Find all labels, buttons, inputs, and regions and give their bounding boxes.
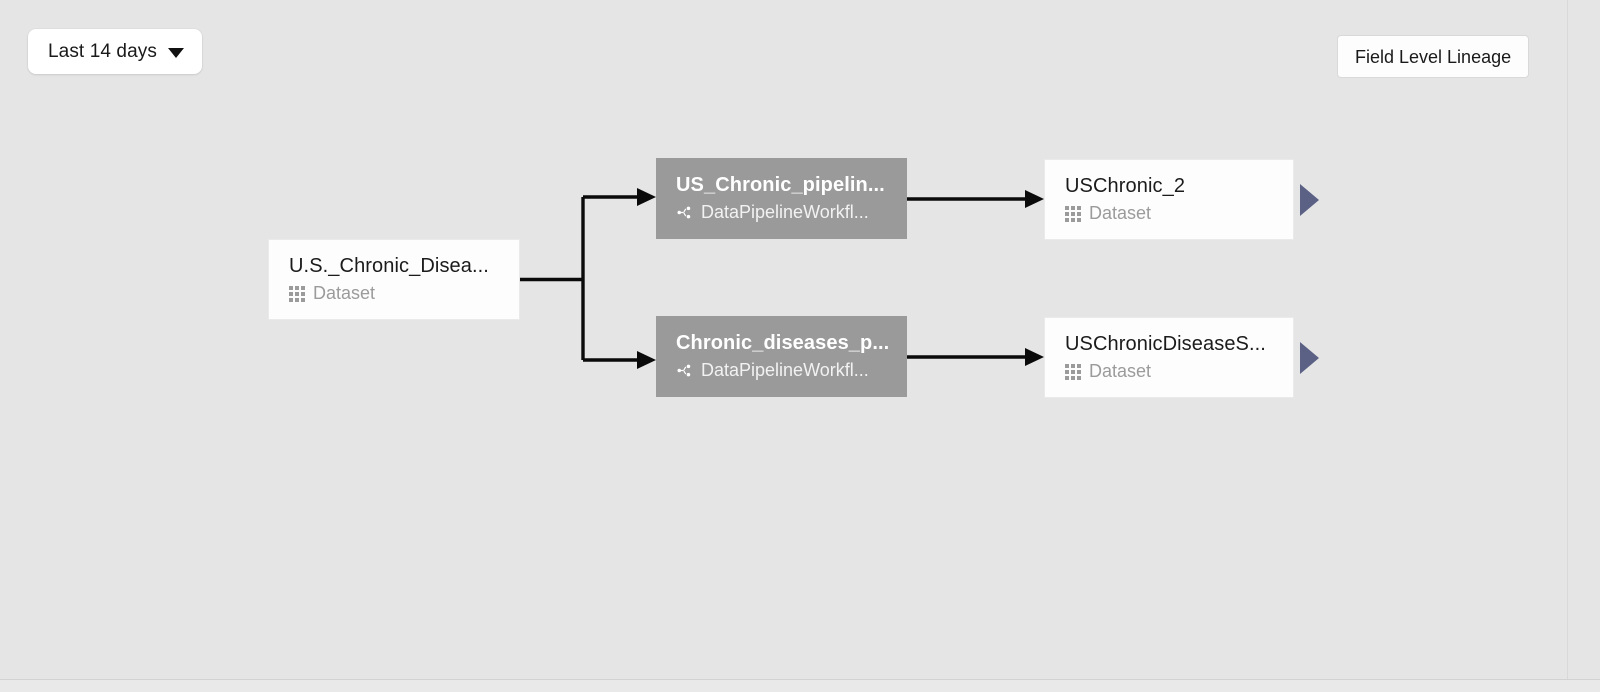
node-subrow: DataPipelineWorkfl... <box>676 360 907 381</box>
arrowhead-pipeline-top <box>637 188 656 206</box>
workflow-graph-icon <box>677 364 691 377</box>
node-title: USChronic_2 <box>1065 175 1186 198</box>
field-level-lineage-label: Field Level Lineage <box>1355 46 1512 67</box>
expand-downstream-arrow-top[interactable] <box>1300 184 1319 216</box>
arrowhead-target-bottom <box>1025 348 1044 366</box>
viewport-bottom-divider <box>0 679 1600 680</box>
dataset-grid-icon <box>289 285 305 302</box>
viewport-right-divider <box>1567 0 1568 680</box>
dataset-grid-icon <box>1065 363 1081 380</box>
field-level-lineage-button[interactable]: Field Level Lineage <box>1337 35 1530 78</box>
arrowhead-pipeline-bottom <box>637 351 656 369</box>
lineage-node-pipeline-top[interactable]: US_Chronic_pipelin... DataPipelineWorkfl… <box>656 158 907 239</box>
node-subrow: Dataset <box>289 283 519 304</box>
chevron-down-icon <box>167 47 184 58</box>
lineage-node-source-dataset[interactable]: U.S._Chronic_Disea... Dataset <box>268 239 520 320</box>
arrowhead-target-top <box>1025 190 1044 208</box>
node-subtitle: Dataset <box>313 283 376 304</box>
node-subtitle: DataPipelineWorkfl... <box>701 202 869 223</box>
time-range-label: Last 14 days <box>48 41 157 62</box>
workflow-graph-icon <box>677 206 691 219</box>
lineage-node-pipeline-bottom[interactable]: Chronic_diseases_p... DataPipelineWorkfl… <box>656 316 907 397</box>
node-title: U.S._Chronic_Disea... <box>289 255 489 278</box>
node-subtitle: DataPipelineWorkfl... <box>701 360 869 381</box>
expand-downstream-arrow-bottom[interactable] <box>1300 342 1319 374</box>
node-subrow: Dataset <box>1065 203 1293 224</box>
dataset-grid-icon <box>1065 205 1081 222</box>
time-range-dropdown[interactable]: Last 14 days <box>28 29 202 74</box>
lineage-node-target-top[interactable]: USChronic_2 Dataset <box>1044 159 1294 240</box>
lineage-node-target-bottom[interactable]: USChronicDiseaseS... Dataset <box>1044 317 1294 398</box>
node-title: US_Chronic_pipelin... <box>676 174 885 197</box>
node-title: USChronicDiseaseS... <box>1065 333 1266 356</box>
node-subrow: DataPipelineWorkfl... <box>676 202 907 223</box>
node-title: Chronic_diseases_p... <box>676 332 890 355</box>
viewport-bottom-strip <box>0 680 1600 692</box>
node-subtitle: Dataset <box>1089 203 1152 224</box>
node-subtitle: Dataset <box>1089 361 1152 382</box>
node-subrow: Dataset <box>1065 361 1293 382</box>
